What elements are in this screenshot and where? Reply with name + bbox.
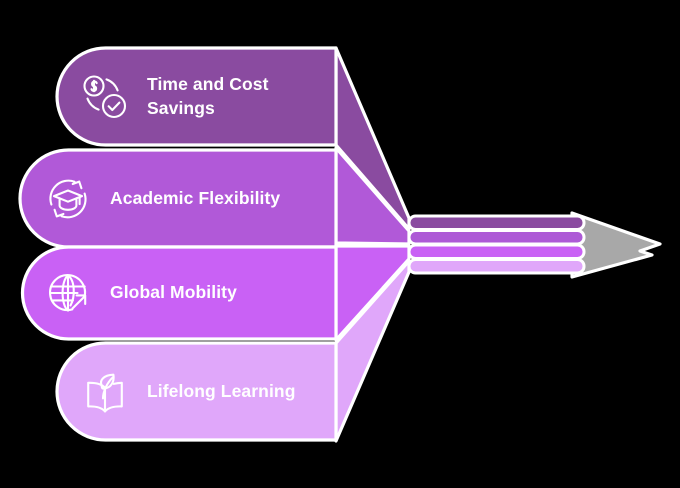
funnel-item-4[interactable]: Lifelong Learning <box>57 343 336 440</box>
bar-shape-4 <box>55 341 338 442</box>
stripe-1 <box>407 214 586 231</box>
dollar-coin-clock-check-icon <box>83 74 127 118</box>
open-book-leaf-icon <box>87 373 123 412</box>
stripe-2 <box>407 229 586 246</box>
funnel-item-label: Global Mobility <box>110 282 237 303</box>
funnel-item-label: Lifelong Learning <box>147 380 296 401</box>
stripe-3 <box>407 243 586 260</box>
funnel-item-3[interactable]: Global Mobility <box>20 247 336 339</box>
bar-shape-2 <box>18 148 338 249</box>
globe-arrow-icon <box>49 274 87 312</box>
bar-shape-1 <box>55 46 338 147</box>
stripe-4 <box>407 258 586 275</box>
funnel-item-1[interactable]: Time and Cost Savings <box>57 48 336 145</box>
funnel-item-label: Academic Flexibility <box>110 187 281 208</box>
graduation-cap-refresh-icon <box>49 179 87 218</box>
funnel-item-label: Time and Cost Savings <box>147 74 269 118</box>
bar-shape-3 <box>20 245 338 341</box>
funnel-item-2[interactable]: Academic Flexibility <box>20 150 336 247</box>
